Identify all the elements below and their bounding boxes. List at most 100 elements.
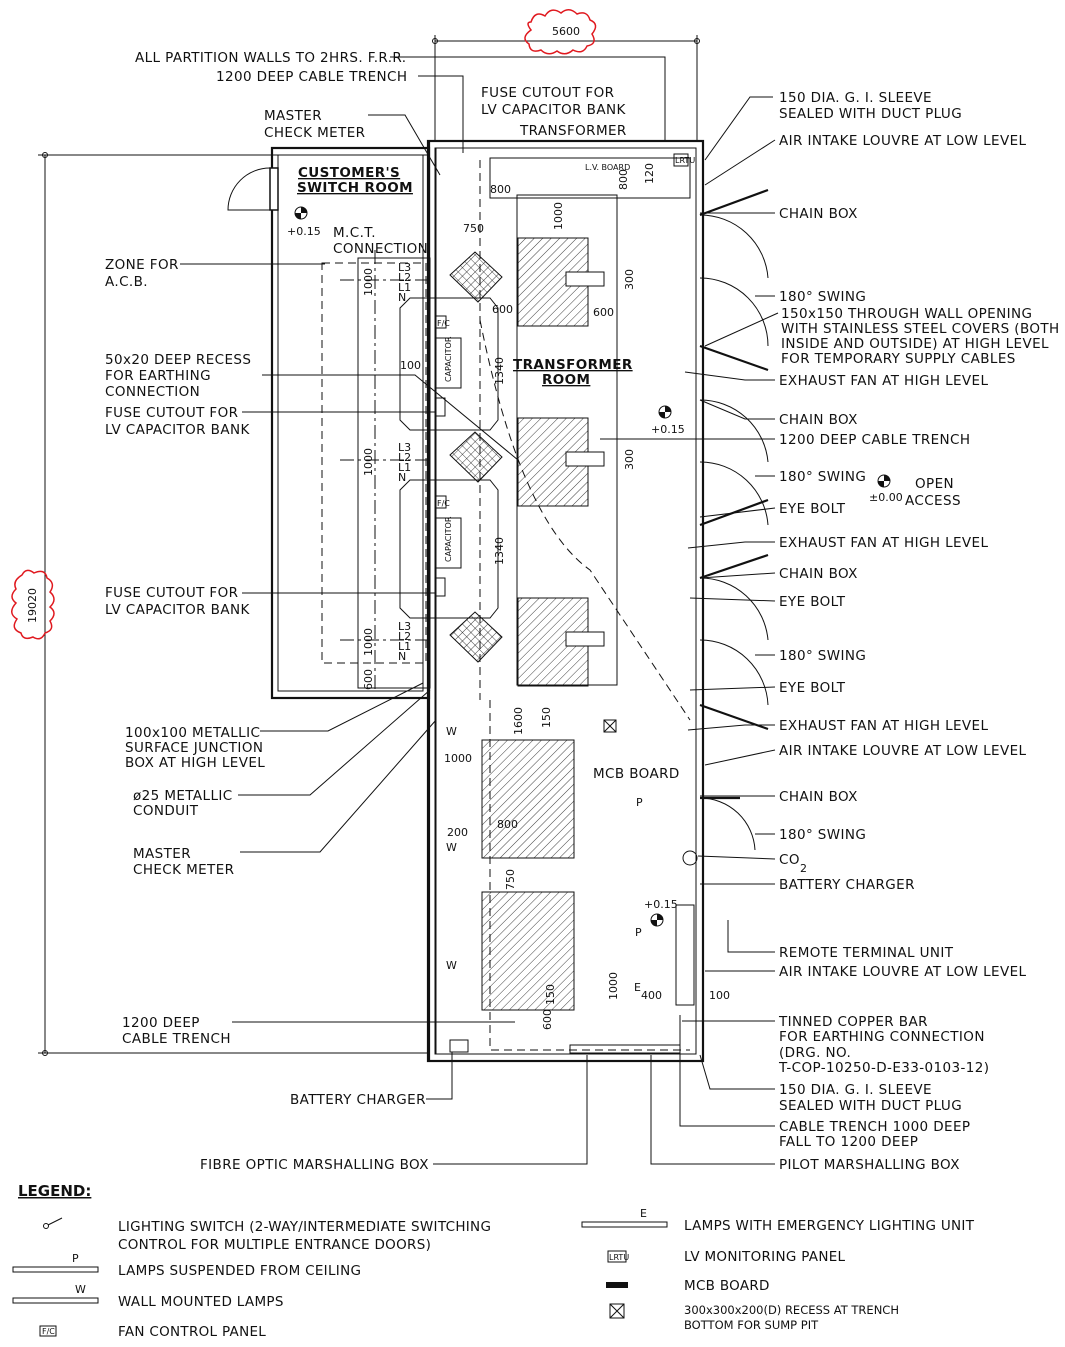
svg-text:100: 100 [709,989,730,1002]
svg-text:F/C: F/C [437,499,450,508]
sump-recess-symbol [609,1303,625,1319]
leader-lines [180,56,779,1165]
svg-text:1000: 1000 [552,202,565,230]
svg-text:1000: 1000 [362,628,375,656]
svg-text:A.C.B.: A.C.B. [105,274,148,290]
svg-text:1340: 1340 [493,537,506,565]
svg-text:FOR TEMPORARY SUPPLY CABLES: FOR TEMPORARY SUPPLY CABLES [781,351,1016,367]
svg-text:120: 120 [643,163,656,184]
svg-text:150 DIA. G. I. SLEEVE: 150 DIA. G. I. SLEEVE [779,90,932,106]
level-marker: +0.15 [651,405,685,436]
svg-text:300x300x200(D) RECESS AT TRENC: 300x300x200(D) RECESS AT TRENCH [684,1303,899,1317]
svg-text:W: W [75,1283,86,1296]
svg-text:REMOTE TERMINAL UNIT: REMOTE TERMINAL UNIT [779,945,954,961]
svg-text:180° SWING: 180° SWING [779,289,866,305]
svg-text:FUSE CUTOUT FOR: FUSE CUTOUT FOR [105,585,238,601]
svg-text:L1: L1 [398,281,411,294]
svg-text:E: E [634,981,641,994]
svg-text:ROOM: ROOM [542,372,590,388]
svg-text:2: 2 [800,862,807,875]
svg-text:CONDUIT: CONDUIT [133,803,199,819]
svg-text:1340: 1340 [493,357,506,385]
overall-length-value: 19020 [26,588,39,623]
switch-room-door[interactable] [269,167,279,211]
svg-text:±0.00: ±0.00 [869,491,903,504]
svg-text:EXHAUST FAN AT HIGH LEVEL: EXHAUST FAN AT HIGH LEVEL [779,535,988,551]
svg-text:P: P [636,796,643,809]
svg-text:CONTROL FOR MULTIPLE ENTRANCE: CONTROL FOR MULTIPLE ENTRANCE DOORS) [118,1237,431,1253]
svg-text:300: 300 [623,269,636,290]
lower-equipment-area: 1600 150 1000 200 800 750 1000 400 100 6… [444,707,730,1054]
svg-text:P: P [635,926,642,939]
right-doors[interactable] [699,188,769,851]
svg-text:400: 400 [641,989,662,1002]
svg-text:ZONE FOR: ZONE FOR [105,257,179,273]
svg-text:CONNECTION: CONNECTION [333,241,428,257]
svg-text:MASTER: MASTER [264,108,322,124]
svg-text:150 DIA. G. I. SLEEVE: 150 DIA. G. I. SLEEVE [779,1082,932,1098]
partition-walls-note: ALL PARTITION WALLS TO 2HRS. F.R.R. [135,50,406,66]
svg-text:FUSE CUTOUT FOR: FUSE CUTOUT FOR [481,85,614,101]
suspended-lamp-symbol: P [12,1252,99,1273]
svg-text:750: 750 [504,869,517,890]
svg-text:MCB BOARD: MCB BOARD [684,1278,770,1294]
svg-text:P: P [72,1252,79,1265]
svg-text:N: N [398,291,406,304]
svg-text:150: 150 [544,984,557,1005]
svg-text:EYE BOLT: EYE BOLT [779,594,846,610]
svg-text:200: 200 [447,826,468,839]
right-annotations: 150 DIA. G. I. SLEEVE SEALED WITH DUCT P… [593,90,1060,1173]
svg-text:180° SWING: 180° SWING [779,827,866,843]
svg-text:1000: 1000 [362,268,375,296]
svg-text:BATTERY CHARGER: BATTERY CHARGER [290,1092,426,1108]
svg-text:L3: L3 [398,261,411,274]
svg-text:MCB BOARD: MCB BOARD [593,766,680,782]
svg-text:CHAIN BOX: CHAIN BOX [779,412,858,428]
svg-text:CABLE TRENCH 1000 DEEP: CABLE TRENCH 1000 DEEP [779,1119,970,1135]
svg-text:CHAIN BOX: CHAIN BOX [779,206,858,222]
svg-text:800: 800 [617,169,630,190]
level-marker: ±0.00 [869,474,903,504]
svg-text:300: 300 [623,449,636,470]
svg-text:750: 750 [463,222,484,235]
svg-text:SEALED WITH DUCT PLUG: SEALED WITH DUCT PLUG [779,1098,962,1114]
acb-zone: CAPACITOR CAPACITOR F/C F/C 1000 1000 10… [321,250,499,690]
svg-text:CAPACITOR: CAPACITOR [444,516,453,562]
building-walls [227,139,705,1063]
svg-text:LAMPS SUSPENDED FROM CEILING: LAMPS SUSPENDED FROM CEILING [118,1263,361,1279]
svg-text:180° SWING: 180° SWING [779,469,866,485]
level-marker: +0.15 [287,206,321,238]
svg-text:LV CAPACITOR BANK: LV CAPACITOR BANK [105,422,250,438]
svg-text:600: 600 [362,669,375,690]
svg-text:50x20 DEEP RECESS: 50x20 DEEP RECESS [105,352,251,368]
svg-text:INSIDE AND OUTSIDE) AT HIGH LE: INSIDE AND OUTSIDE) AT HIGH LEVEL [781,336,1049,352]
svg-text:EYE BOLT: EYE BOLT [779,501,846,517]
svg-text:M.C.T.: M.C.T. [333,225,376,241]
cable-trench-note: 1200 DEEP CABLE TRENCH [216,69,407,85]
svg-text:W: W [446,959,457,972]
transformer-room-title: TRANSFORMER ROOM [513,357,632,388]
svg-text:TRANSFORMER: TRANSFORMER [519,123,627,139]
svg-text:CONNECTION: CONNECTION [105,384,200,400]
emergency-lamp-symbol: E [581,1207,668,1228]
svg-text:OPEN: OPEN [915,476,954,492]
svg-text:LV MONITORING PANEL: LV MONITORING PANEL [684,1249,846,1265]
svg-text:CHAIN BOX: CHAIN BOX [779,566,858,582]
svg-text:WITH STAINLESS STEEL COVERS (B: WITH STAINLESS STEEL COVERS (BOTH [781,321,1060,337]
svg-text:W: W [446,841,457,854]
svg-text:N: N [398,650,406,663]
svg-text:SURFACE JUNCTION: SURFACE JUNCTION [125,740,263,756]
svg-text:L3: L3 [398,620,411,633]
svg-text:W: W [446,725,457,738]
svg-text:LAMPS WITH EMERGENCY LIGHTING: LAMPS WITH EMERGENCY LIGHTING UNIT [684,1218,975,1234]
svg-text:+0.15: +0.15 [287,225,321,238]
svg-text:L2: L2 [398,451,411,464]
switch-symbol [43,1217,63,1229]
svg-text:1600: 1600 [512,707,525,735]
svg-text:L2: L2 [398,271,411,284]
svg-text:BOTTOM FOR SUMP PIT: BOTTOM FOR SUMP PIT [684,1318,819,1332]
svg-text:F/C: F/C [437,319,450,328]
svg-text:L1: L1 [398,640,411,653]
revision-cloud [524,9,597,55]
